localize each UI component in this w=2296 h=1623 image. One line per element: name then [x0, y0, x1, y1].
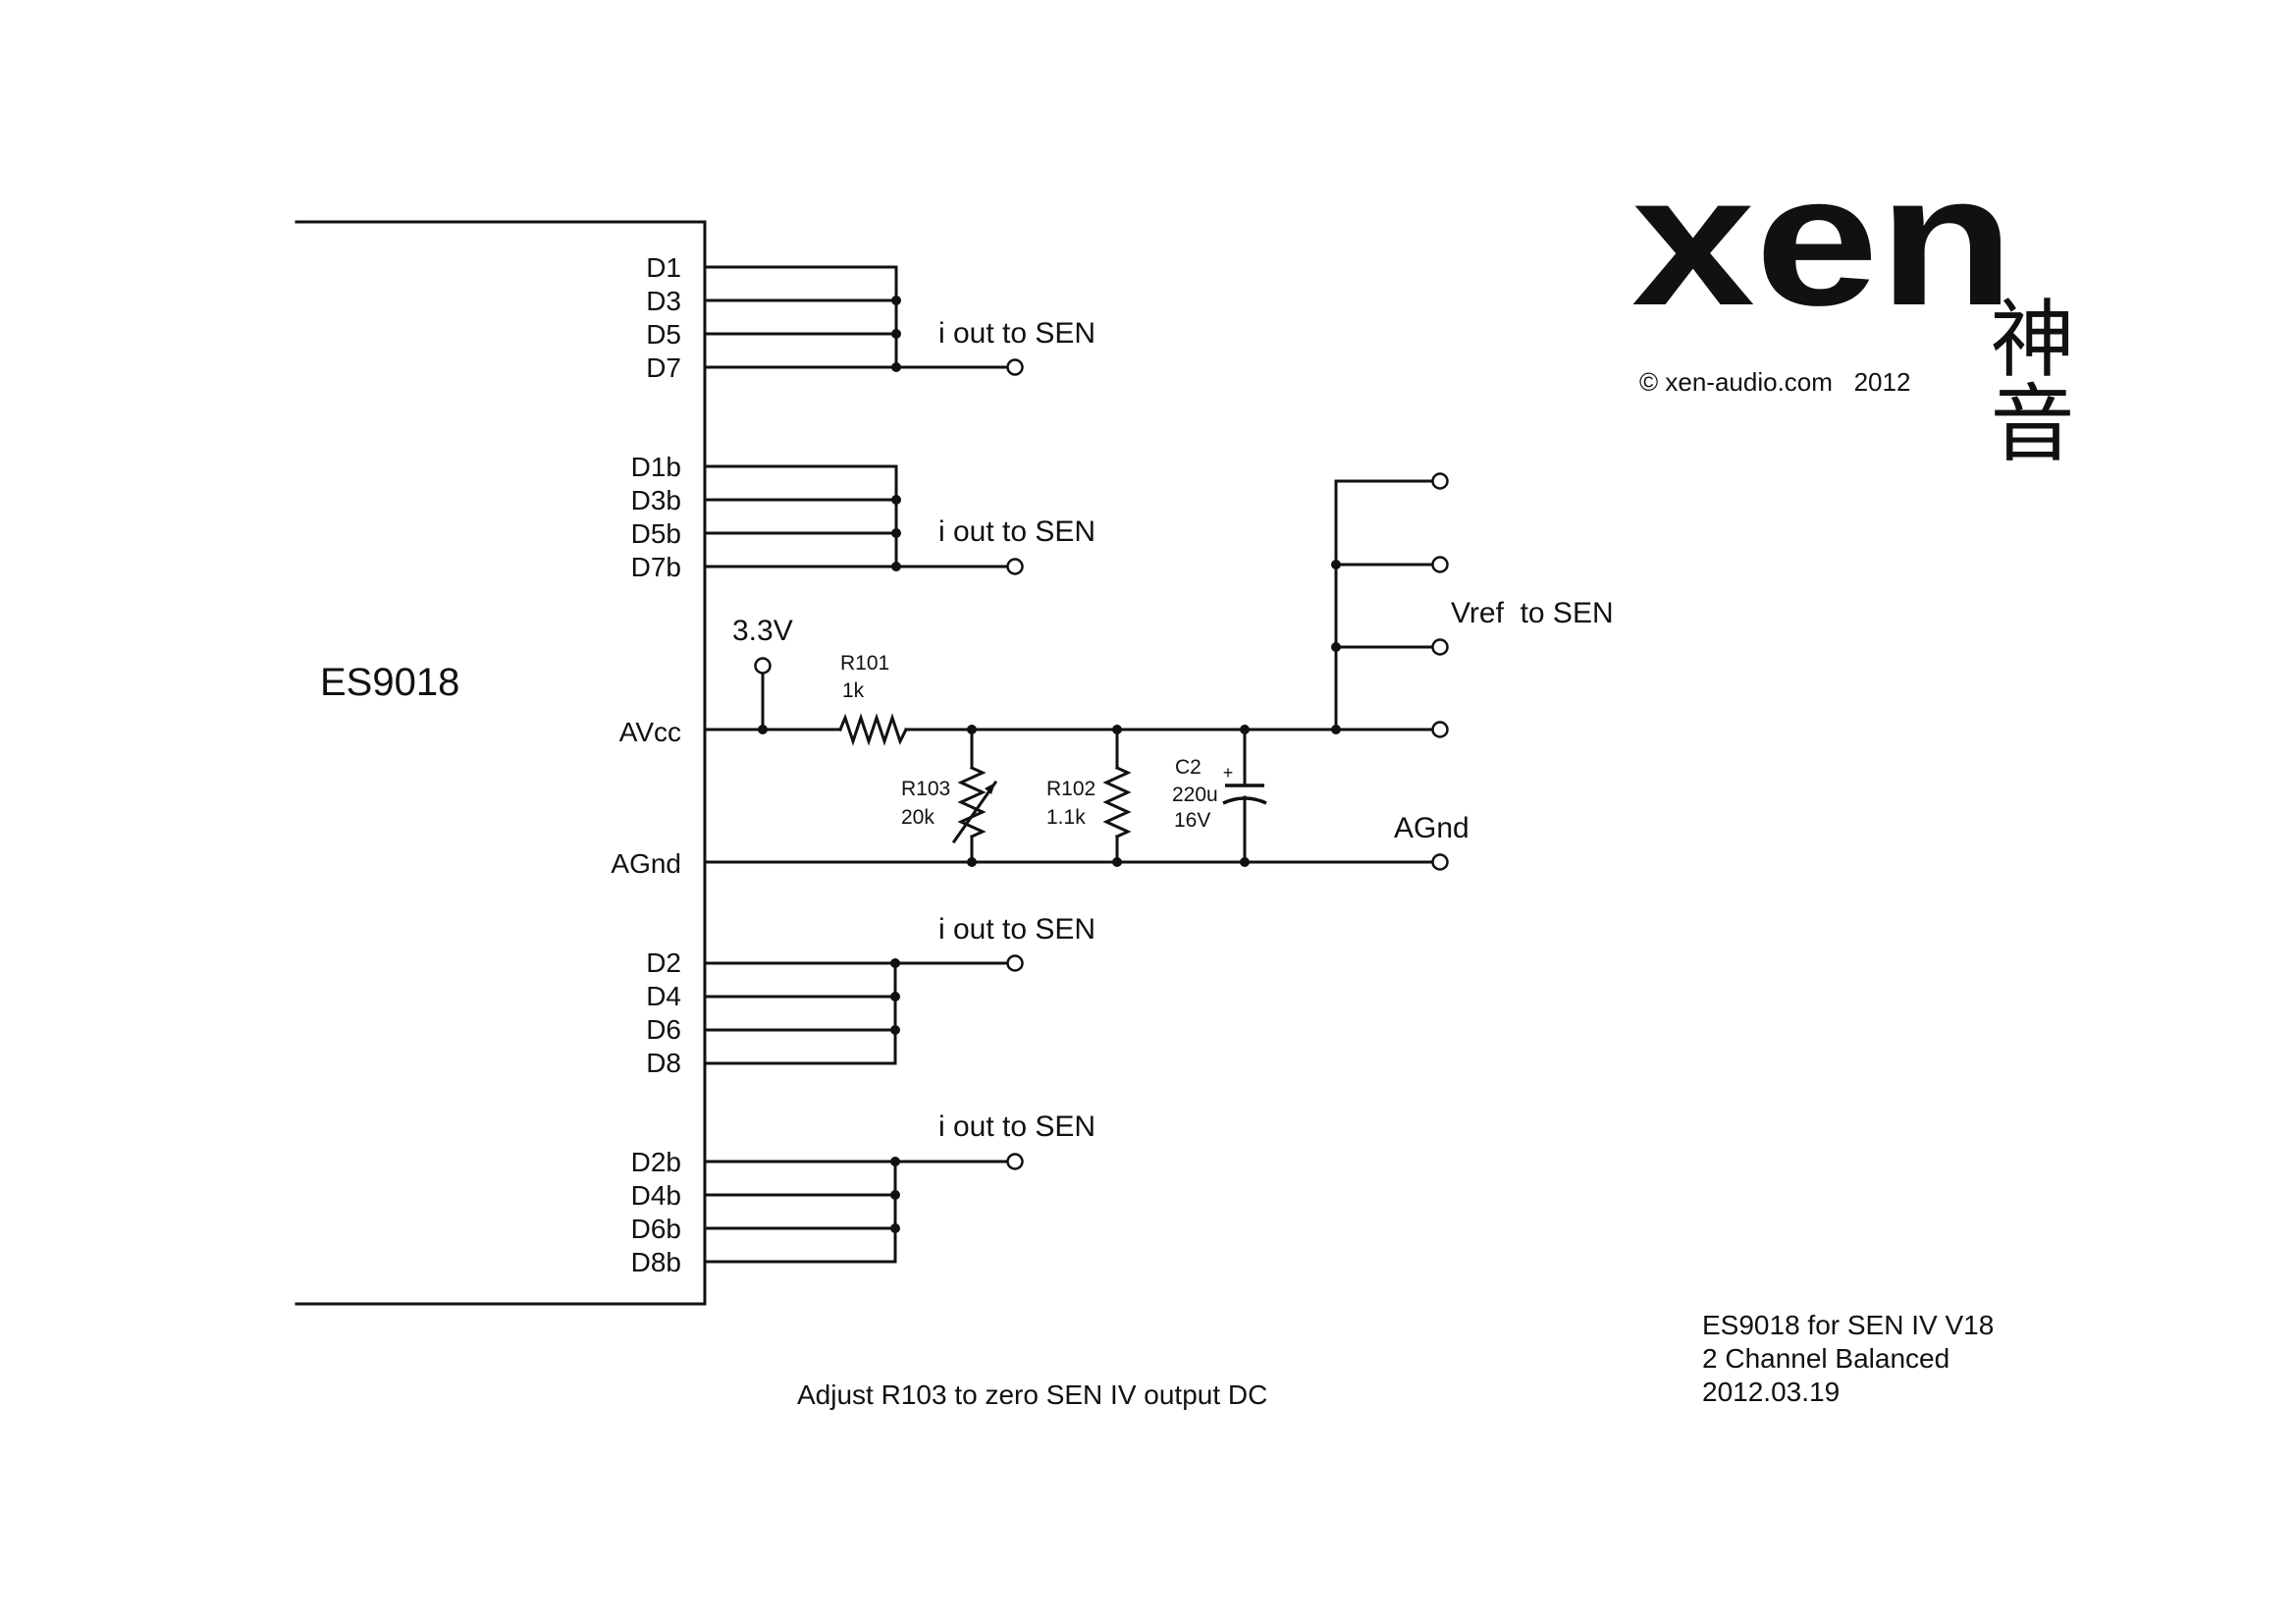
c2-capacitor-symbol — [1222, 728, 1267, 864]
agnd-output-label: AGnd — [1394, 812, 1469, 844]
title-line-1: ES9018 for SEN IV V18 — [1702, 1310, 1994, 1340]
pin-d5b: D5b — [631, 518, 681, 549]
pin-d2: D2 — [646, 947, 681, 978]
vref-wiring — [1331, 472, 1449, 738]
iout-group-2-wiring — [703, 464, 1024, 575]
pin-d8b: D8b — [631, 1247, 681, 1277]
iout-group-4-wiring — [703, 1153, 1024, 1264]
vref-label: Vref to SEN — [1451, 597, 1614, 629]
r103-value: 20k — [901, 806, 934, 829]
r102-resistor-symbol — [1102, 728, 1132, 864]
iout-label-3: i out to SEN — [938, 913, 1095, 946]
c2-value: 220u — [1172, 784, 1218, 806]
r102-ref: R102 — [1046, 778, 1095, 800]
c2-voltage: 16V — [1174, 809, 1210, 832]
pin-d1: D1 — [646, 252, 681, 283]
iout-group-3-wiring — [703, 954, 1024, 1065]
avcc-rail-wiring — [703, 713, 1435, 746]
pin-d3b: D3b — [631, 485, 681, 515]
pin-d5: D5 — [646, 319, 681, 350]
pin-d7b: D7b — [631, 552, 681, 582]
r103-trimmer-symbol — [951, 728, 998, 864]
r103-ref: R103 — [901, 778, 950, 800]
pin-avcc: AVcc — [619, 717, 681, 747]
iout-label-4: i out to SEN — [938, 1110, 1095, 1143]
xen-logo: xen — [1631, 136, 2014, 345]
kanji-logo: 神音 — [1975, 295, 2073, 463]
pin-labels: D1 D3 D5 D7 D1b D3b D5b D7b AVcc AGnd D2… — [611, 252, 681, 1277]
c2-ref: C2 — [1175, 756, 1201, 779]
iout-label-1: i out to SEN — [938, 317, 1095, 350]
iout-label-2: i out to SEN — [938, 515, 1095, 548]
pin-d6b: D6b — [631, 1214, 681, 1244]
r101-ref: R101 — [840, 652, 889, 675]
r102-value: 1.1k — [1046, 806, 1086, 829]
pin-d6: D6 — [646, 1014, 681, 1045]
pin-d2b: D2b — [631, 1147, 681, 1177]
adjustment-note: Adjust R103 to zero SEN IV output DC — [797, 1380, 1267, 1410]
pin-d8: D8 — [646, 1048, 681, 1078]
iout-group-1-wiring — [703, 265, 1024, 376]
pin-d4: D4 — [646, 981, 681, 1011]
es9018-chip-outline — [294, 220, 707, 1306]
supply-3v3-wiring — [754, 657, 772, 734]
supply-label: 3.3V — [732, 615, 793, 647]
agnd-rail-wiring — [703, 853, 1449, 871]
pin-d4b: D4b — [631, 1180, 681, 1211]
title-line-2: 2 Channel Balanced — [1702, 1343, 1949, 1374]
r101-value: 1k — [842, 679, 865, 702]
copyright-text: © xen-audio.com 2012 — [1639, 367, 1910, 397]
c2-polarity: + — [1223, 763, 1234, 783]
pin-d3: D3 — [646, 286, 681, 316]
pin-d7: D7 — [646, 352, 681, 383]
pin-agnd: AGnd — [611, 848, 681, 879]
pin-d1b: D1b — [631, 452, 681, 482]
r101-resistor-symbol — [838, 713, 909, 746]
chip-name: ES9018 — [320, 661, 459, 704]
title-line-3: 2012.03.19 — [1702, 1377, 1840, 1407]
